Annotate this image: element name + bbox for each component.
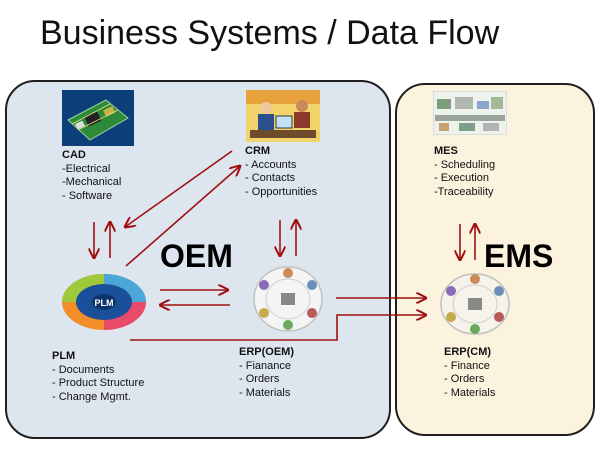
plm-item: - Change Mgmt. bbox=[52, 390, 131, 403]
plm-item: - Product Structure bbox=[52, 377, 145, 389]
erp-oem-item: - Materials bbox=[239, 386, 291, 399]
cad-item: -Mechanical bbox=[62, 176, 122, 188]
erp-cm-title: ERP(CM) bbox=[444, 346, 492, 358]
office-meeting-icon bbox=[246, 90, 320, 142]
arrow-crm-to-plm bbox=[125, 150, 233, 227]
oem-label: OEM bbox=[160, 238, 233, 274]
mes-item: - Scheduling bbox=[434, 158, 496, 171]
mes-block: MES - Scheduling - Execution -Traceabili… bbox=[434, 145, 495, 199]
erp-cm-item: - Materials bbox=[444, 386, 496, 399]
erp-oem-block: ERP(OEM) - Fianance - Orders - Materials bbox=[239, 346, 294, 400]
plm-logo-text: PLM bbox=[95, 298, 114, 308]
erp-cm-block: ERP(CM) - Finance - Orders - Materials bbox=[444, 346, 495, 400]
crm-item: - Opportunities bbox=[245, 185, 318, 198]
cad-title: CAD bbox=[62, 149, 86, 161]
erp-cm-ring-icon bbox=[440, 273, 510, 335]
erp-oem-item: - Orders bbox=[239, 373, 280, 385]
mes-item: -Traceability bbox=[434, 185, 494, 198]
plm-block: PLM - Documents - Product Structure - Ch… bbox=[52, 350, 144, 404]
crm-title: CRM bbox=[245, 145, 271, 157]
factory-floor-icon bbox=[433, 91, 507, 135]
erp-oem-item: - Fianance bbox=[239, 359, 291, 372]
crm-block: CRM - Accounts - Contacts - Opportunitie… bbox=[245, 145, 317, 199]
cad-block: CAD -Electrical -Mechanical - Software bbox=[62, 149, 121, 203]
page-title: Business Systems / Data Flow bbox=[40, 14, 500, 52]
arrow-plm-to-crm bbox=[125, 166, 240, 267]
erp-oem-title: ERP(OEM) bbox=[239, 346, 294, 358]
erp-cm-item: - Finance bbox=[444, 359, 490, 372]
mes-item: - Execution bbox=[434, 172, 490, 184]
crm-item: - Contacts bbox=[245, 172, 296, 184]
cad-item: -Electrical bbox=[62, 162, 111, 175]
erp-oem-ring-icon bbox=[253, 266, 323, 332]
plm-wheel-icon: PLM bbox=[62, 274, 146, 330]
erp-cm-item: - Orders bbox=[444, 373, 485, 385]
crm-item: - Accounts bbox=[245, 158, 297, 171]
ems-panel bbox=[395, 83, 595, 436]
plm-item: - Documents bbox=[52, 363, 115, 376]
ems-label: EMS bbox=[484, 238, 554, 274]
arrow-plm-to-erp-cm bbox=[130, 315, 426, 341]
mes-title: MES bbox=[434, 145, 458, 157]
circuit-board-icon bbox=[62, 90, 134, 146]
cad-item: - Software bbox=[62, 189, 113, 202]
plm-title: PLM bbox=[52, 350, 76, 362]
